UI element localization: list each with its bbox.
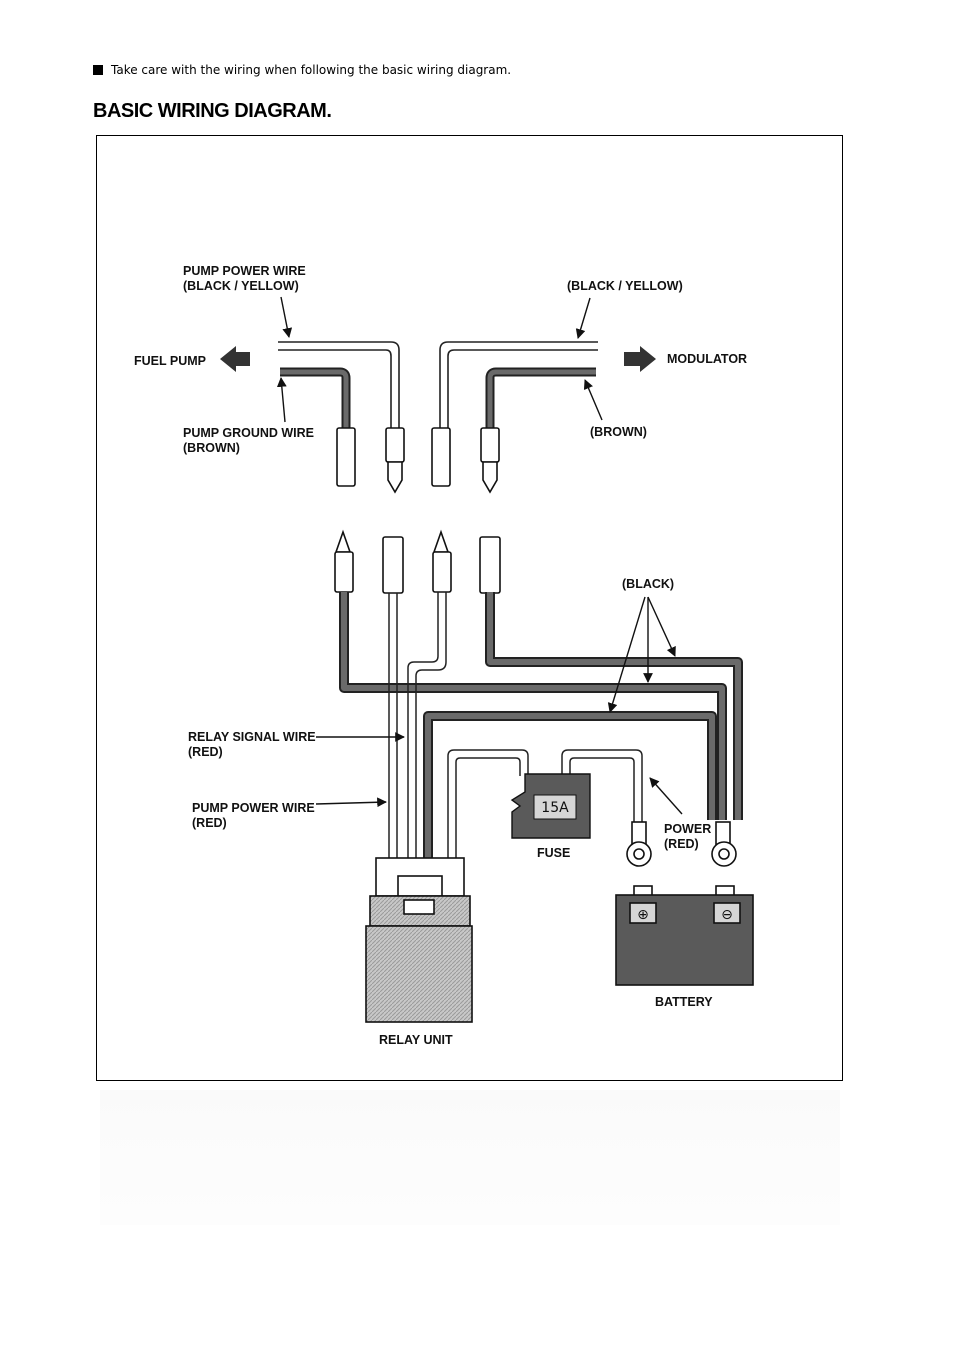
pump-ground-wire-left (280, 367, 351, 430)
arrow-to-modulator-icon (624, 346, 656, 372)
instruction-note: Take care with the wiring when following… (93, 63, 511, 77)
top-connectors (336, 427, 500, 494)
label-pump-power-wire-bottom: PUMP POWER WIRE (192, 801, 315, 815)
label-battery: BATTERY (655, 995, 713, 1009)
label-relay-signal-wire: RELAY SIGNAL WIRE (188, 730, 316, 744)
label-pump-power-wire-top: PUMP POWER WIRE (183, 264, 306, 278)
relay-unit (365, 857, 473, 1023)
label-fuse: FUSE (537, 846, 570, 860)
fuse: 15A (510, 773, 591, 839)
faded-scan-area (100, 1090, 840, 1225)
label-power: POWER (664, 822, 711, 836)
diagram-frame (96, 135, 843, 1081)
label-relay-unit: RELAY UNIT (379, 1033, 453, 1047)
bullet-square-icon (93, 65, 103, 75)
label-power-color: (RED) (664, 837, 699, 851)
black-ground-wires (339, 592, 743, 862)
label-pump-power-wire-top-color: (BLACK / YELLOW) (183, 279, 299, 293)
red-wires (388, 592, 643, 862)
label-fuel-pump: FUEL PUMP (134, 354, 206, 368)
label-pump-ground-wire: PUMP GROUND WIRE (183, 426, 314, 440)
fuse-rating: 15A (541, 800, 569, 816)
label-modulator: MODULATOR (667, 352, 747, 366)
label-black: (BLACK) (622, 577, 674, 591)
ring-terminals (626, 821, 737, 867)
label-relay-signal-wire-color: (RED) (188, 745, 223, 759)
battery-plus-icon: ⊕ (637, 907, 649, 923)
battery-minus-icon: ⊖ (721, 907, 733, 923)
pump-power-wire-left (278, 341, 400, 430)
page-title: BASIC WIRING DIAGRAM. (93, 100, 332, 122)
bottom-connectors (334, 529, 501, 594)
modulator-power-wire-right (439, 341, 598, 430)
label-black-yellow-right: (BLACK / YELLOW) (567, 279, 683, 293)
battery (615, 885, 754, 986)
instruction-text: Take care with the wiring when following… (111, 63, 512, 77)
arrow-to-fuel-pump-icon (220, 346, 250, 372)
label-pump-power-wire-bottom-color: (RED) (192, 816, 227, 830)
label-pump-ground-wire-color: (BROWN) (183, 441, 240, 455)
label-brown-right: (BROWN) (590, 425, 647, 439)
modulator-ground-wire-right (485, 367, 596, 430)
